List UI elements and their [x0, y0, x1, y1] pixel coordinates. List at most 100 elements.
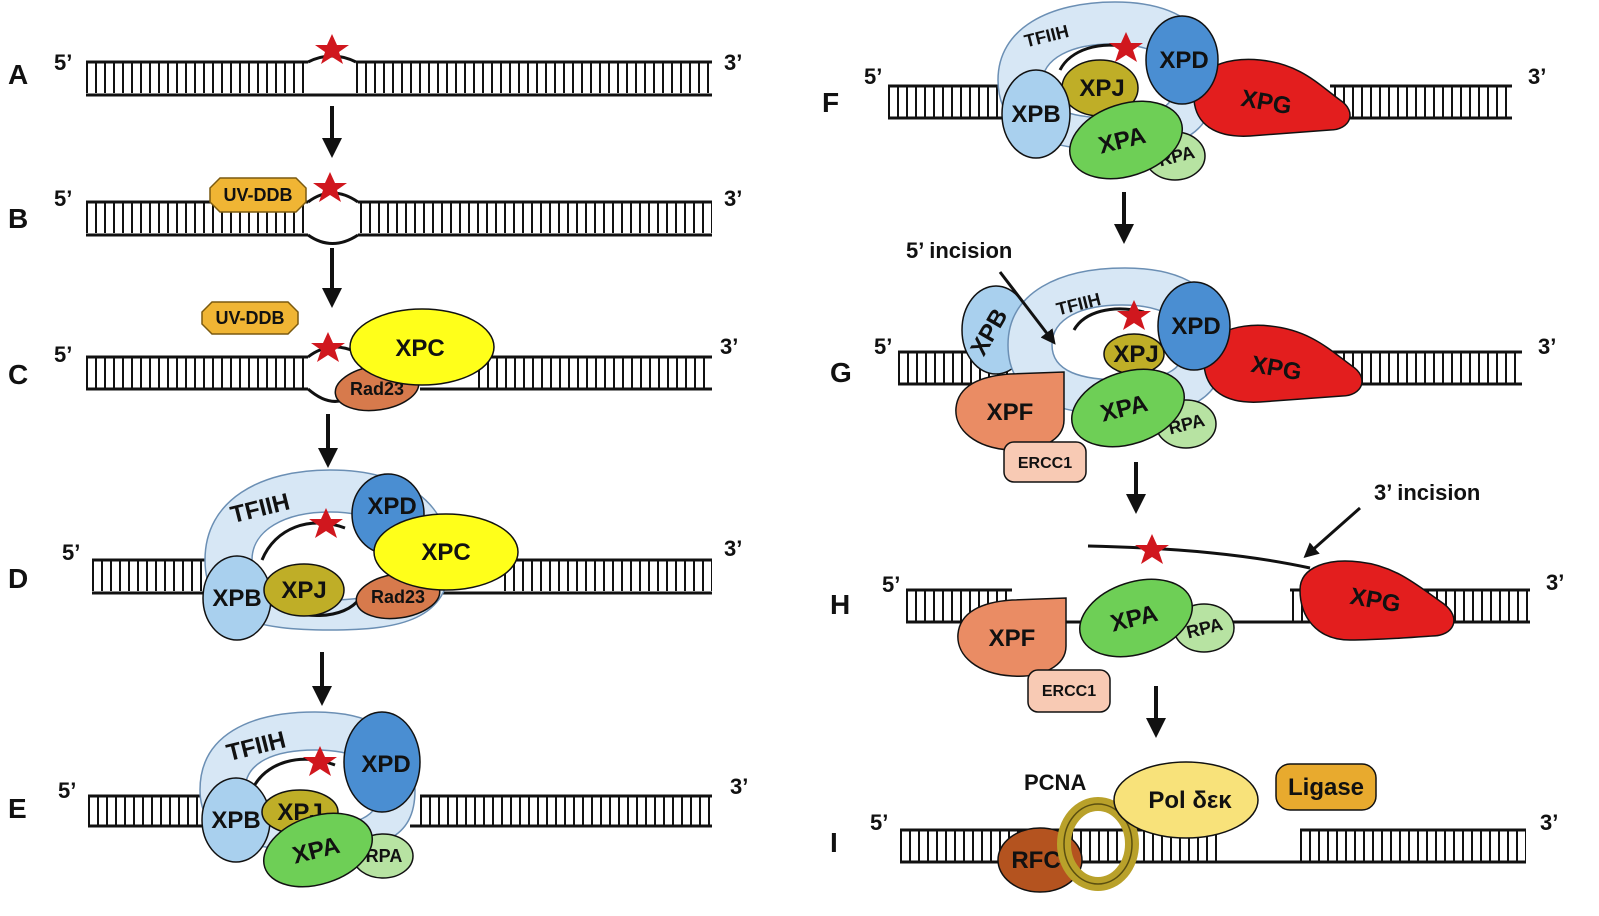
strand-end-5: 5’ [54, 342, 72, 367]
strand-end-3: 3’ [1546, 570, 1564, 595]
xpg-protein [1203, 324, 1363, 403]
xpa-protein [262, 812, 374, 888]
uv-ddb-label: UV-DDB [215, 308, 284, 328]
strand-end-3: 3’ [720, 334, 738, 359]
xpd-label: XPD [1159, 47, 1208, 74]
xpg-protein [1193, 58, 1351, 137]
xpj-protein [263, 563, 345, 617]
xpd-protein [343, 711, 421, 813]
ercc1-label: ERCC1 [1042, 683, 1096, 700]
xpd-label: XPD [1171, 313, 1220, 340]
dna-duplex [86, 191, 712, 245]
rad23-label: Rad23 [350, 379, 404, 399]
strand-end-3: 3’ [1528, 64, 1546, 89]
xpd-label: XPD [367, 493, 416, 520]
panel-label-c: C [8, 359, 28, 390]
panel-label-h: H [830, 589, 850, 620]
xpd-protein [1157, 281, 1231, 371]
lesion-star-icon [303, 746, 337, 776]
strand-end-3: 3’ [1538, 334, 1556, 359]
lesion-star-icon [1135, 534, 1169, 564]
uv-ddb-label: UV-DDB [223, 185, 292, 205]
panel-label-a: A [8, 59, 28, 90]
strand-end-3: 3’ [724, 50, 742, 75]
xpb-label: XPB [1011, 101, 1060, 128]
pol-label: Pol δεκ [1148, 787, 1232, 814]
panel-i: I 5’ 3’ PCNA RFC Pol δεκ Ligase [830, 761, 1558, 893]
five-incision-arrow [998, 271, 1056, 345]
panel-f: F 5’ 3’ TFIIH XPG XPD XPJ XPB RPA XPA [822, 1, 1546, 181]
lesion-star-icon [1117, 300, 1151, 330]
dna-duplex [92, 558, 712, 595]
dna-duplex [88, 794, 712, 828]
xpb-label: XPB [212, 585, 261, 612]
panel-g: G 5’ 3’ 5’ incision XPB TFIIH XPG XPD XP… [830, 238, 1556, 483]
three-incision-label: 3’ incision [1374, 480, 1480, 505]
lesion-star-icon [309, 508, 343, 538]
lesion-star-icon [311, 332, 345, 362]
panel-c: C 5’ 3’ UV-DDB Rad23 XPC [8, 301, 738, 412]
uv-ddb-octagon [201, 301, 299, 335]
xpa-protein [1070, 368, 1186, 448]
ligase-protein [1275, 763, 1377, 811]
strand-end-5: 5’ [58, 778, 76, 803]
strand-end-5: 5’ [864, 64, 882, 89]
xpf-label: XPF [989, 625, 1036, 652]
panel-label-g: G [830, 357, 852, 388]
pcna-ring-outline [1063, 803, 1133, 885]
ercc1-protein [1027, 669, 1111, 713]
rpa-label: RPA [366, 846, 403, 866]
panel-label-b: B [8, 203, 28, 234]
xpc-label: XPC [421, 539, 470, 566]
xpf-protein [957, 597, 1067, 677]
dna-duplex [888, 84, 1512, 120]
xpd-label: XPD [361, 751, 410, 778]
xpb-protein [1001, 69, 1071, 159]
five-incision-label: 5’ incision [906, 238, 1012, 263]
three-incision-arrow [1303, 506, 1361, 558]
strand-end-3: 3’ [1540, 810, 1558, 835]
xpa-protein [1068, 100, 1184, 180]
lesion-star-icon [313, 172, 347, 202]
strand-end-5: 5’ [54, 50, 72, 75]
rad23-label: Rad23 [371, 587, 425, 607]
xpc-protein [349, 308, 495, 386]
ligase-label: Ligase [1288, 774, 1364, 801]
panel-e: E 5’ 3’ TFIIH XPD XPB XPJ RPA XPA [8, 711, 748, 888]
lesion-star-icon [1109, 32, 1143, 62]
xpb-label: XPB [211, 807, 260, 834]
xpg-protein [1299, 560, 1455, 641]
strand-end-5: 5’ [62, 540, 80, 565]
panel-label-i: I [830, 827, 838, 858]
pcna-label: PCNA [1024, 770, 1086, 795]
panel-b: B 5’ 3’ UV-DDB [8, 172, 742, 245]
ercc1-label: ERCC1 [1018, 455, 1072, 472]
strand-end-3: 3’ [724, 186, 742, 211]
panel-label-f: F [822, 87, 839, 118]
lesion-star-icon [315, 34, 349, 64]
panel-label-d: D [8, 563, 28, 594]
strand-end-5: 5’ [874, 334, 892, 359]
panel-label-e: E [8, 793, 27, 824]
xpj-label: XPJ [1079, 75, 1124, 102]
rfc-label: RFC [1011, 847, 1060, 874]
xpa-protein [1078, 578, 1194, 658]
pol-protein [1113, 761, 1259, 839]
dna-duplex [86, 54, 712, 97]
strand-end-5: 5’ [882, 572, 900, 597]
xpc-protein [373, 513, 519, 591]
excised-oligo [1087, 544, 1311, 570]
strand-end-5: 5’ [870, 810, 888, 835]
uv-ddb-octagon [209, 177, 307, 213]
strand-end-3: 3’ [724, 536, 742, 561]
xpj-label: XPJ [281, 577, 326, 604]
strand-end-5: 5’ [54, 186, 72, 211]
panel-h: H 5’ 3’ 3’ incision XPG XPF ERCC1 RPA XP… [830, 480, 1564, 713]
panel-a: A 5’ 3’ [8, 34, 742, 97]
panel-d: D 5’ 3’ TFIIH XPD Rad23 XPC XPB XPJ [8, 469, 742, 641]
xpd-protein [1145, 15, 1219, 105]
xpj-label: XPJ [1113, 341, 1158, 368]
strand-end-3: 3’ [730, 774, 748, 799]
xpc-label: XPC [395, 335, 444, 362]
